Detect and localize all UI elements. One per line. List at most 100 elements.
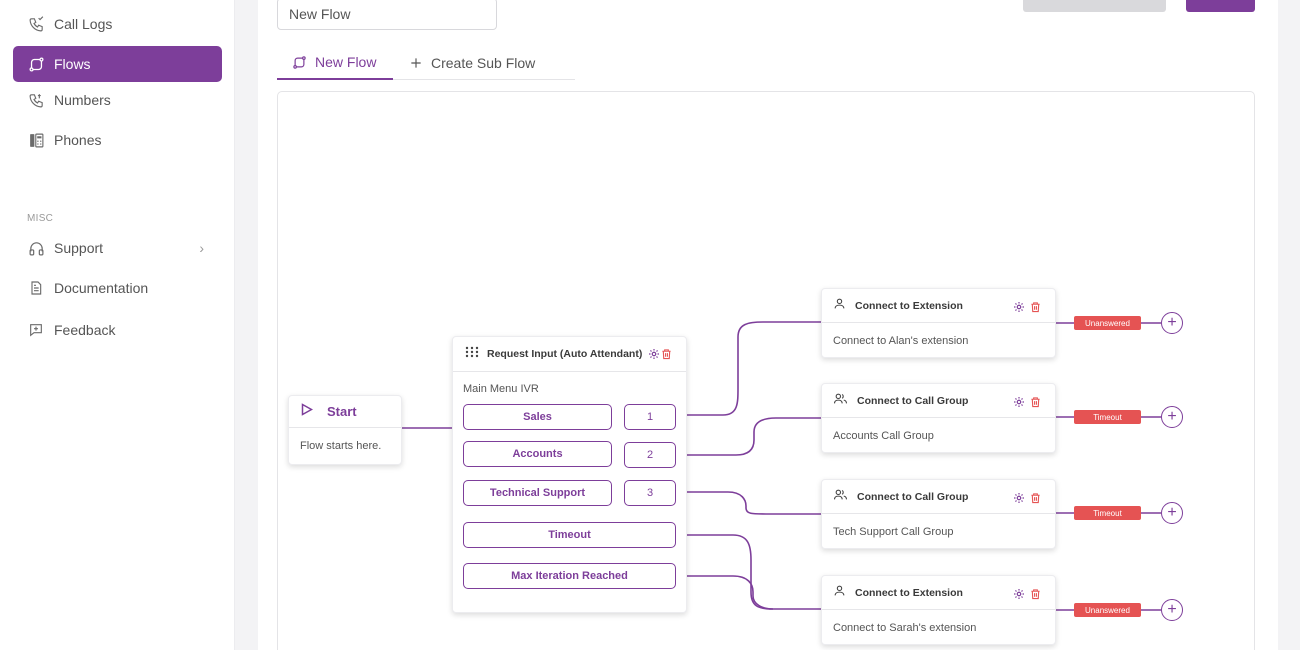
tab-label: New Flow bbox=[315, 54, 377, 70]
sidebar-item-label: Flows bbox=[54, 56, 91, 72]
node-actions bbox=[1013, 491, 1041, 509]
group-icon bbox=[833, 488, 848, 506]
tab-new-flow[interactable]: New Flow bbox=[277, 46, 393, 80]
node-actions bbox=[1013, 300, 1041, 318]
ivr-key-accounts[interactable]: 2 bbox=[624, 442, 676, 468]
status-badge: Timeout bbox=[1074, 506, 1141, 520]
tab-create-sub-flow[interactable]: Create Sub Flow bbox=[409, 46, 535, 80]
destination-node-subtitle: Accounts Call Group bbox=[833, 430, 934, 442]
add-step-button[interactable]: + bbox=[1161, 502, 1183, 524]
plus-icon bbox=[409, 56, 423, 70]
gear-icon[interactable] bbox=[648, 347, 660, 365]
sidebar-item-numbers[interactable]: Numbers bbox=[13, 82, 222, 118]
ivr-option-technical-support[interactable]: Technical Support bbox=[463, 480, 612, 506]
person-icon bbox=[833, 297, 846, 315]
drag-handle-icon[interactable] bbox=[465, 345, 479, 363]
destination-node-header: Connect to Call Group bbox=[822, 480, 1055, 514]
connector-timeout bbox=[676, 534, 821, 610]
numbers-icon bbox=[27, 91, 45, 109]
secondary-button[interactable] bbox=[1023, 0, 1166, 12]
trash-icon[interactable] bbox=[1030, 395, 1041, 413]
gear-icon[interactable] bbox=[1013, 491, 1025, 509]
phones-icon bbox=[27, 131, 45, 149]
ivr-key-technical-support[interactable]: 3 bbox=[624, 480, 676, 506]
section-label-misc: MISC bbox=[27, 213, 54, 224]
destination-node-title: Connect to Extension bbox=[855, 586, 963, 599]
flows-icon bbox=[292, 55, 307, 70]
flows-icon bbox=[27, 55, 45, 73]
gear-icon[interactable] bbox=[1013, 587, 1025, 605]
destination-node-header: Connect to Extension bbox=[822, 576, 1055, 610]
ivr-menu-label: Main Menu IVR bbox=[463, 383, 539, 395]
connector-technical-support bbox=[676, 491, 821, 515]
main-panel: New Flow Create Sub Flow bbox=[258, 0, 1278, 650]
gear-icon[interactable] bbox=[1013, 300, 1025, 318]
flow-connectors bbox=[402, 321, 1161, 611]
feedback-icon bbox=[27, 321, 45, 339]
add-step-button[interactable]: + bbox=[1161, 312, 1183, 334]
gear-icon[interactable] bbox=[1013, 395, 1025, 413]
sidebar-item-flows[interactable]: Flows bbox=[13, 46, 222, 82]
sidebar-item-documentation[interactable]: Documentation bbox=[13, 270, 222, 306]
destination-node-header: Connect to Extension bbox=[822, 289, 1055, 323]
ivr-option-max-iteration[interactable]: Max Iteration Reached bbox=[463, 563, 676, 589]
node-actions bbox=[1013, 395, 1041, 413]
destination-node-title: Connect to Call Group bbox=[857, 490, 969, 503]
sidebar-item-label: Phones bbox=[54, 132, 102, 148]
start-node-header: Start bbox=[289, 396, 401, 428]
connector-accounts bbox=[676, 417, 821, 456]
destination-node[interactable]: Connect to Call Group Tech Support Call … bbox=[821, 479, 1056, 549]
ivr-node[interactable]: Request Input (Auto Attendant) Main Menu… bbox=[452, 336, 687, 613]
sidebar-item-label: Support bbox=[54, 240, 104, 256]
add-step-button[interactable]: + bbox=[1161, 599, 1183, 621]
trash-icon[interactable] bbox=[1030, 300, 1041, 318]
ivr-option-sales[interactable]: Sales bbox=[463, 404, 612, 430]
primary-button[interactable] bbox=[1186, 0, 1255, 12]
trash-icon[interactable] bbox=[1030, 491, 1041, 509]
connector-sales bbox=[676, 321, 821, 416]
sidebar-item-support[interactable]: Support › bbox=[13, 230, 222, 266]
destination-node[interactable]: Connect to Call Group Accounts Call Grou… bbox=[821, 383, 1056, 453]
call-logs-icon bbox=[27, 15, 45, 33]
sidebar-item-call-logs[interactable]: Call Logs bbox=[13, 6, 222, 42]
ivr-key-sales[interactable]: 1 bbox=[624, 404, 676, 430]
status-badge: Timeout bbox=[1074, 410, 1141, 424]
start-node[interactable]: Start Flow starts here. bbox=[288, 395, 402, 465]
destination-node-subtitle: Connect to Sarah's extension bbox=[833, 622, 977, 634]
add-step-button[interactable]: + bbox=[1161, 406, 1183, 428]
ivr-option-accounts[interactable]: Accounts bbox=[463, 441, 612, 467]
destination-node-subtitle: Connect to Alan's extension bbox=[833, 335, 969, 347]
sidebar-item-label: Numbers bbox=[54, 92, 111, 108]
sidebar-item-feedback[interactable]: Feedback bbox=[13, 312, 222, 348]
start-node-title: Start bbox=[327, 404, 357, 419]
flow-canvas[interactable]: Start Flow starts here. Request Input (A… bbox=[277, 91, 1255, 650]
headphones-icon bbox=[27, 239, 45, 257]
flow-tabs: New Flow Create Sub Flow bbox=[277, 46, 575, 80]
sidebar-item-label: Call Logs bbox=[54, 16, 113, 32]
status-badge: Unanswered bbox=[1074, 603, 1141, 617]
trash-icon[interactable] bbox=[1030, 587, 1041, 605]
document-icon bbox=[27, 279, 45, 297]
trash-icon[interactable] bbox=[661, 347, 672, 365]
destination-node-header: Connect to Call Group bbox=[822, 384, 1055, 418]
group-icon bbox=[833, 392, 848, 410]
status-badge: Unanswered bbox=[1074, 316, 1141, 330]
ivr-node-header: Request Input (Auto Attendant) bbox=[453, 337, 686, 372]
destination-node-subtitle: Tech Support Call Group bbox=[833, 526, 954, 538]
sidebar-item-phones[interactable]: Phones bbox=[13, 122, 222, 158]
node-actions bbox=[1013, 587, 1041, 605]
destination-node[interactable]: Connect to Extension Connect to Sarah's … bbox=[821, 575, 1056, 645]
flow-name-input[interactable] bbox=[277, 0, 497, 30]
play-icon bbox=[301, 402, 314, 421]
start-node-subtitle: Flow starts here. bbox=[300, 440, 382, 452]
sidebar-item-label: Feedback bbox=[54, 322, 116, 338]
tab-label: Create Sub Flow bbox=[431, 55, 536, 71]
destination-node-title: Connect to Call Group bbox=[857, 394, 969, 407]
sidebar-item-label: Documentation bbox=[54, 280, 149, 296]
chevron-right-icon: › bbox=[199, 240, 204, 256]
person-icon bbox=[833, 584, 846, 602]
destination-node[interactable]: Connect to Extension Connect to Alan's e… bbox=[821, 288, 1056, 358]
ivr-node-title: Request Input (Auto Attendant) bbox=[487, 348, 643, 360]
ivr-option-timeout[interactable]: Timeout bbox=[463, 522, 676, 548]
connector-max-iteration bbox=[676, 575, 774, 610]
